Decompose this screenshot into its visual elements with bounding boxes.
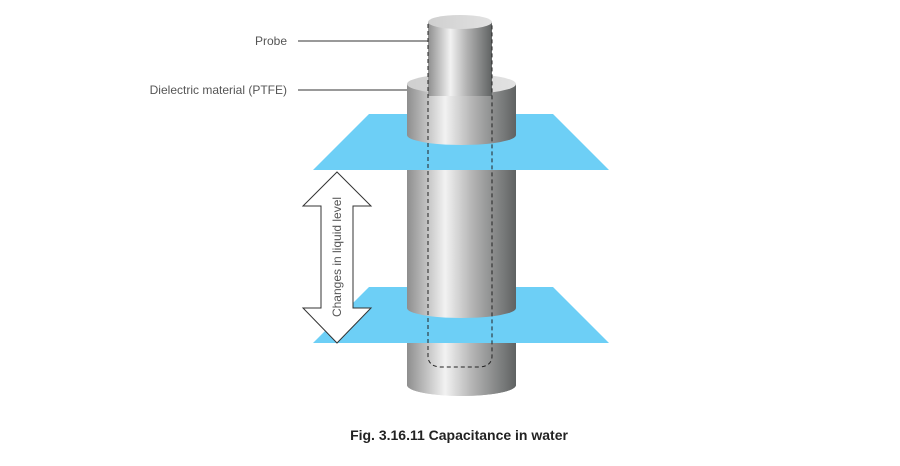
double-arrow-icon [301, 171, 373, 344]
probe-hidden-outline [427, 24, 493, 368]
probe-cylinder [428, 15, 492, 96]
dielectric-label: Dielectric material (PTFE) [150, 83, 287, 97]
dielectric-through-upper [407, 114, 516, 145]
probe-label: Probe [255, 34, 287, 48]
figure-caption: Fig. 3.16.11 Capacitance in water [350, 427, 568, 443]
dielectric-bottom [407, 343, 516, 396]
dielectric-through-lower [407, 287, 516, 318]
dielectric-below-upper [407, 170, 516, 287]
liquid-level-label: Changes in liquid level [330, 197, 344, 317]
